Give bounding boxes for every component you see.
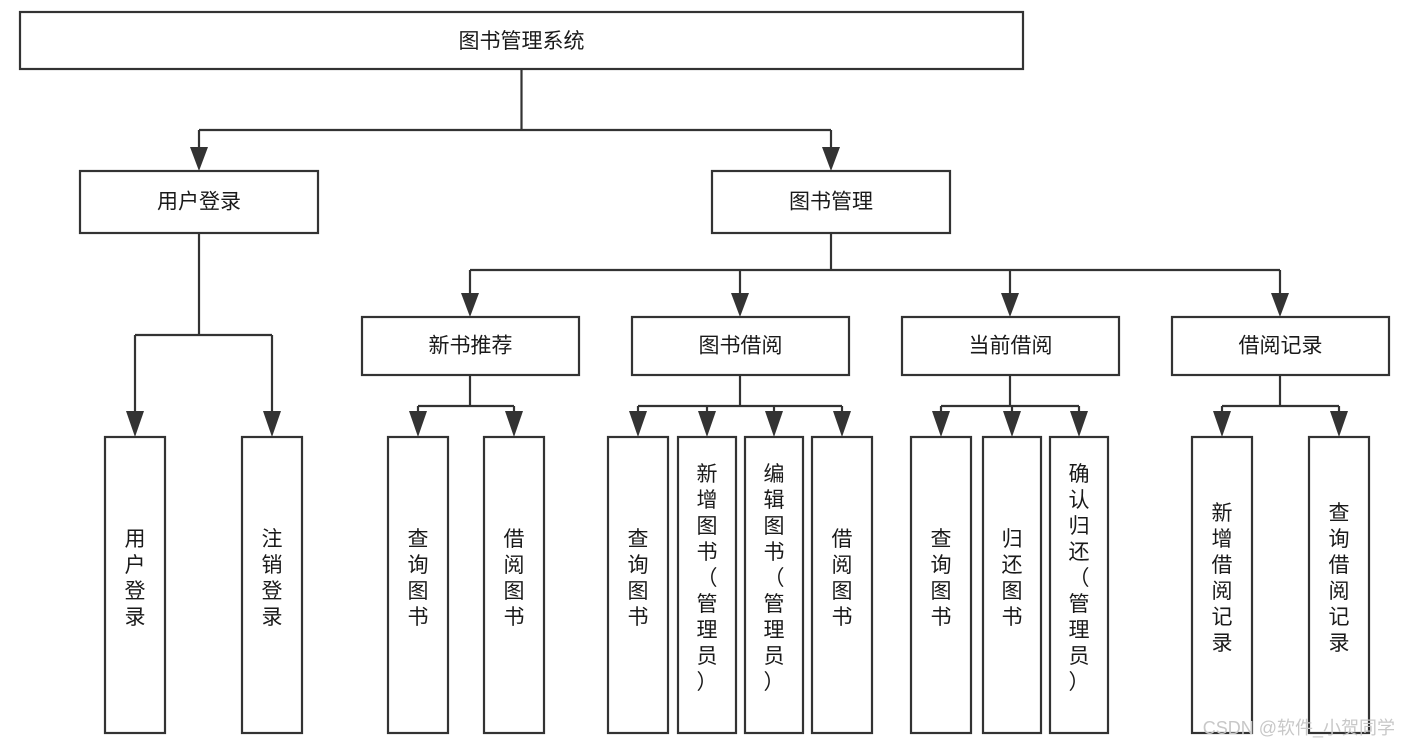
leaf-query-book-borrow-box[interactable]: [606, 435, 670, 735]
leaf-confirm-return-label: 确认归还（管理员）: [1069, 463, 1090, 694]
node-current-borrow-label: 当前借阅: [969, 335, 1053, 358]
leaf-query-book-cur-box[interactable]: [909, 435, 973, 735]
leaf-query-book-rec-label: 查询图书: [408, 528, 429, 629]
node-borrow-records-box[interactable]: [1170, 315, 1391, 377]
leaf-edit-book-label: 编辑图书（管理员）: [764, 463, 785, 694]
leaf-query-book-rec-box[interactable]: [386, 435, 450, 735]
node-book-borrow-box[interactable]: [630, 315, 851, 377]
node-borrow-records-label: 借阅记录: [1239, 335, 1323, 358]
node-root-box[interactable]: [18, 10, 1025, 71]
arrow-to-new-book-recommend: [461, 293, 479, 317]
arrow-to-book-manage: [822, 147, 840, 171]
leaf-logout-box[interactable]: [240, 435, 304, 735]
node-current-borrow-box[interactable]: [900, 315, 1121, 377]
arrow-to-leaf-query-book-cur: [932, 411, 950, 437]
leaf-borrow-book-rec-box[interactable]: [482, 435, 546, 735]
arrow-to-leaf-return-book: [1003, 411, 1021, 437]
leaf-borrow-book-label: 借阅图书: [832, 528, 853, 629]
node-borrow-records[interactable]: 借阅记录: [1170, 315, 1391, 377]
leaf-add-record-label: 新增借阅记录: [1212, 502, 1233, 655]
arrow-to-borrow-records: [1271, 293, 1289, 317]
arrow-to-user-login: [190, 147, 208, 171]
connector-layer: [126, 69, 1348, 437]
leaf-user-login-label: 用户登录: [125, 528, 146, 629]
arrow-to-leaf-borrow-book: [833, 411, 851, 437]
node-root[interactable]: 图书管理系统: [18, 10, 1025, 71]
leaf-node-layer: [103, 435, 1371, 735]
leaf-query-book-borrow-label: 查询图书: [628, 528, 649, 629]
leaf-return-book-box[interactable]: [981, 435, 1043, 735]
arrow-to-leaf-query-record: [1330, 411, 1348, 437]
arrow-to-leaf-query-book-borrow: [629, 411, 647, 437]
arrow-to-leaf-confirm-return: [1070, 411, 1088, 437]
arrow-to-leaf-borrow-book-rec: [505, 411, 523, 437]
leaf-logout-label: 注销登录: [262, 528, 283, 629]
arrow-to-current-borrow: [1001, 293, 1019, 317]
leaf-add-book-label: 新增图书（管理员）: [697, 463, 718, 694]
leaf-add-book-box[interactable]: [676, 435, 738, 735]
arrow-to-leaf-user-login: [126, 411, 144, 437]
node-user-login-label: 用户登录: [157, 191, 241, 214]
leaf-query-record-box[interactable]: [1307, 435, 1371, 735]
node-book-manage-box[interactable]: [710, 169, 952, 235]
arrow-to-leaf-query-book-rec: [409, 411, 427, 437]
leaf-add-record-box[interactable]: [1190, 435, 1254, 735]
leaf-return-book-label: 归还图书: [1002, 528, 1023, 629]
arrow-to-book-borrow: [731, 293, 749, 317]
arrow-to-leaf-add-book: [698, 411, 716, 437]
leaf-query-book-cur-label: 查询图书: [931, 528, 952, 629]
arrow-to-leaf-edit-book: [765, 411, 783, 437]
node-user-login-box[interactable]: [78, 169, 320, 235]
leaf-borrow-book-box[interactable]: [810, 435, 874, 735]
node-new-book-recommend-label: 新书推荐: [429, 335, 513, 358]
leaf-label-layer: 用户登录 注销登录 查询图书 借阅图书 查询图书 新增图书（管理员） 编辑图书（…: [125, 463, 1350, 694]
arrow-to-leaf-add-record: [1213, 411, 1231, 437]
node-root-label: 图书管理系统: [459, 30, 585, 53]
node-book-manage[interactable]: 图书管理: [710, 169, 952, 235]
node-book-borrow-label: 图书借阅: [699, 335, 783, 358]
node-current-borrow[interactable]: 当前借阅: [900, 315, 1121, 377]
leaf-user-login-box[interactable]: [103, 435, 167, 735]
csdn-watermark: CSDN @软件_小贺同学: [1203, 718, 1395, 739]
node-book-borrow[interactable]: 图书借阅: [630, 315, 851, 377]
arrow-to-leaf-logout: [263, 411, 281, 437]
node-new-book-recommend[interactable]: 新书推荐: [360, 315, 581, 377]
node-user-login[interactable]: 用户登录: [78, 169, 320, 235]
leaf-edit-book-box[interactable]: [743, 435, 805, 735]
leaf-borrow-book-rec-label: 借阅图书: [504, 528, 525, 629]
leaf-query-record-label: 查询借阅记录: [1329, 502, 1350, 655]
leaf-confirm-return-box[interactable]: [1048, 435, 1110, 735]
node-book-manage-label: 图书管理: [789, 191, 873, 214]
node-new-book-recommend-box[interactable]: [360, 315, 581, 377]
